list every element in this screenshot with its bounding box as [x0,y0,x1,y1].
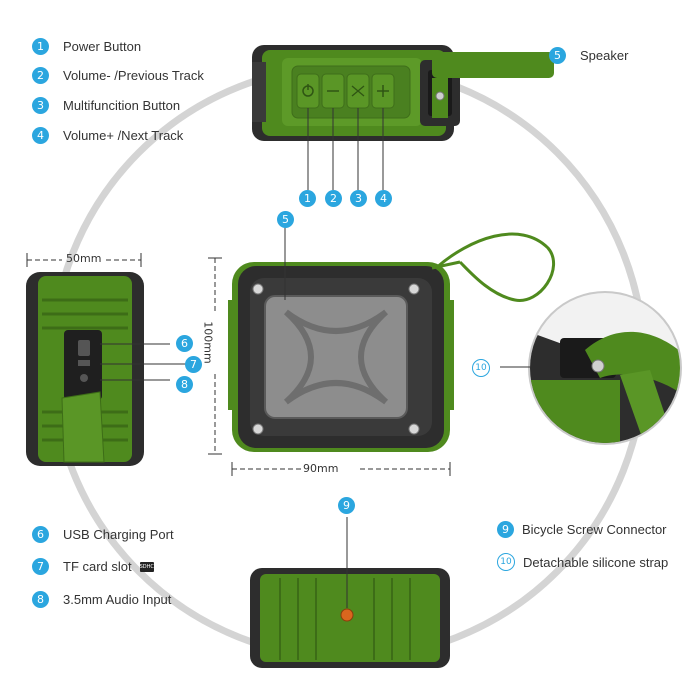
callout-badge-usb: 6 [176,335,193,352]
legend-badge: 2 [32,67,49,84]
top-view [252,45,554,141]
callout-badge-1: 1 [299,190,316,207]
front-view [228,232,555,452]
legend-badge: 9 [497,521,514,538]
legend-badge: 6 [32,526,49,543]
legend-label: Detachable silicone strap [523,554,669,570]
legend-badge: 4 [32,127,49,144]
power-button-icon [296,73,320,109]
bolt-icon [252,283,264,295]
legend-label: Multifuncition Button [63,98,181,113]
legend-badge: 3 [32,97,49,114]
strap-detail-view [528,291,682,445]
legend-item-screw: 9 Bicycle Screw Connector [497,521,667,538]
x-pattern-icon [283,309,389,405]
multifunction-button-icon [346,73,370,109]
legend-item-volume-up: 4 Volume+ /Next Track [32,127,183,144]
bottom-view [250,568,450,668]
side-width-dimension [26,253,142,267]
callout-badge-tf: 7 [185,356,202,373]
height-dimension [208,257,222,455]
legend-item-multifunction: 3 Multifuncition Button [32,97,180,114]
callout-badge-strap: 10 [472,359,490,377]
legend-label: 3.5mm Audio Input [63,592,172,607]
legend-badge: 7 [32,558,49,575]
volume-up-button-icon [371,73,395,109]
legend-badge: 8 [32,591,49,608]
legend-label: Power Button [63,39,142,54]
legend-label: Bicycle Screw Connector [522,522,667,537]
front-width-label: 90mm [303,462,339,475]
button-callout-lines [307,108,384,190]
callout-badge-2: 2 [325,190,342,207]
sd-card-icon: SDHC [139,561,154,572]
legend-item-speaker: 5 Speaker [549,47,628,64]
port-callout-lines [100,343,186,381]
height-label: 100mm [201,321,215,364]
bicycle-screw-icon [340,608,354,622]
side-width-label: 50mm [66,252,102,265]
front-width-dimension [231,462,451,476]
audio-jack-icon [80,374,88,382]
callout-badge-4: 4 [375,190,392,207]
callout-badge-audio: 8 [176,376,193,393]
legend-badge: 5 [549,47,566,64]
legend-item-tf-card: 7 TF card slot SDHC [32,558,154,575]
side-view [26,272,144,466]
legend-label: Speaker [580,48,629,63]
legend-badge: 10 [497,553,515,571]
bolt-icon [408,423,420,435]
legend-label: USB Charging Port [63,527,174,542]
legend-item-audio: 8 3.5mm Audio Input [32,591,171,608]
tf-slot-icon [78,360,90,366]
usb-port-icon [78,340,90,356]
legend-item-usb: 6 USB Charging Port [32,526,174,543]
lanyard-strap [435,232,555,302]
legend-item-volume-down: 2 Volume- /Previous Track [32,67,204,84]
rubber-flap [61,391,105,463]
callout-badge-3: 3 [350,190,367,207]
volume-down-button-icon [321,73,345,109]
legend-badge: 1 [32,38,49,55]
legend-label: TF card slot [63,559,132,574]
legend-label: Volume- /Previous Track [63,68,204,83]
legend-label: Volume+ /Next Track [63,128,184,143]
bolt-icon [408,283,420,295]
callout-badge-screw: 9 [338,497,355,514]
callout-badge-speaker: 5 [277,211,294,228]
bolt-icon [252,423,264,435]
legend-item-strap: 10 Detachable silicone strap [497,553,668,571]
legend-item-power: 1 Power Button [32,38,141,55]
